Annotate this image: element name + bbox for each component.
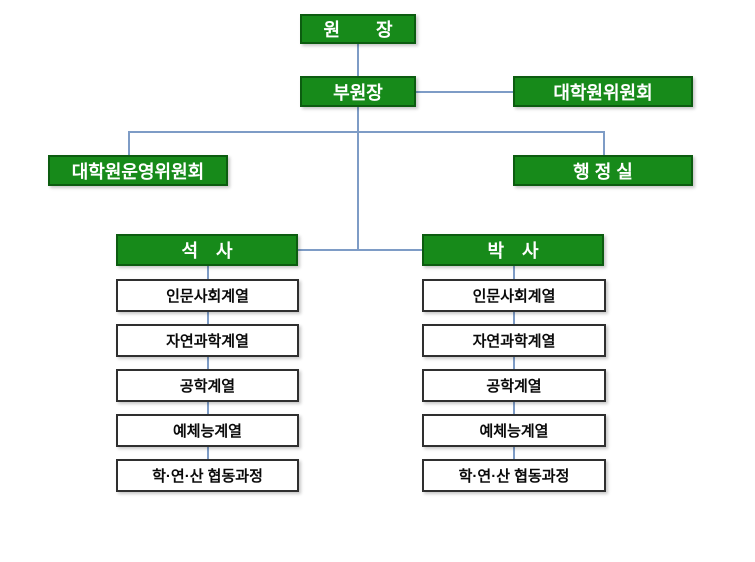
- connector-line: [207, 357, 209, 369]
- connector-line: [128, 131, 130, 155]
- node-masters-track-cooperation: 학·연·산 협동과정: [116, 459, 299, 492]
- node-director: 원 장: [300, 14, 416, 44]
- connector-line: [207, 312, 209, 324]
- node-masters: 석 사: [116, 234, 298, 266]
- node-doctoral-track-natural-sciences: 자연과학계열: [422, 324, 606, 357]
- node-admin-office: 행 정 실: [513, 155, 693, 186]
- connector-line: [416, 91, 513, 93]
- connector-line: [128, 131, 604, 133]
- node-doctoral-track-cooperation: 학·연·산 협동과정: [422, 459, 606, 492]
- connector-line: [513, 266, 515, 279]
- connector-line: [513, 447, 515, 459]
- node-doctoral: 박 사: [422, 234, 604, 266]
- node-graduate-committee: 대학원위원회: [513, 76, 693, 107]
- node-masters-track-arts-sports: 예체능계열: [116, 414, 299, 447]
- connector-line: [513, 312, 515, 324]
- node-operations-committee: 대학원운영위원회: [48, 155, 228, 186]
- connector-line: [357, 44, 359, 76]
- connector-line: [513, 357, 515, 369]
- connector-line: [357, 107, 359, 250]
- connector-line: [207, 402, 209, 414]
- node-doctoral-track-engineering: 공학계열: [422, 369, 606, 402]
- connector-line: [207, 447, 209, 459]
- connector-line: [603, 131, 605, 155]
- node-doctoral-track-arts-sports: 예체능계열: [422, 414, 606, 447]
- node-masters-track-engineering: 공학계열: [116, 369, 299, 402]
- connector-line: [513, 402, 515, 414]
- node-masters-track-humanities: 인문사회계열: [116, 279, 299, 312]
- node-masters-track-natural-sciences: 자연과학계열: [116, 324, 299, 357]
- node-vice-director: 부원장: [300, 76, 416, 107]
- connector-line: [207, 266, 209, 279]
- connector-line: [298, 249, 423, 251]
- node-doctoral-track-humanities: 인문사회계열: [422, 279, 606, 312]
